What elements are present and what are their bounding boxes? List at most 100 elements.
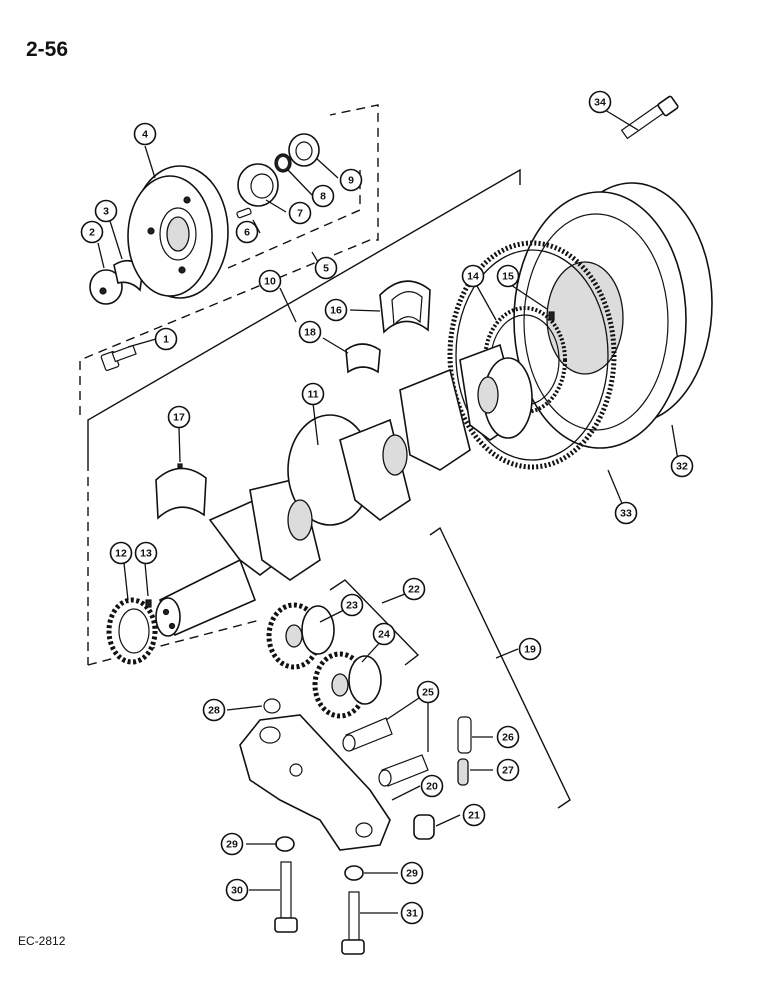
callout-circle [301,382,325,406]
callout-circle [402,577,426,601]
bolt-part [100,344,137,371]
callout-33: 33 [614,501,638,525]
callout-number: 1 [163,334,169,346]
callout-26: 26 [496,725,520,749]
callout-circle [202,698,226,722]
callout-28: 28 [202,698,226,722]
callout-circle [340,593,364,617]
callout-30: 30 [225,878,249,902]
callout-circle [298,320,322,344]
callout-number: 4 [142,129,148,141]
callout-number: 33 [620,508,632,520]
callout-number: 30 [231,885,243,897]
callout-number: 18 [304,327,316,339]
callout-number: 17 [173,412,185,424]
callout-circle [588,90,612,114]
callout-circle [134,541,158,565]
callout-circle [154,327,178,351]
callout-11: 11 [301,382,325,406]
idler-gear-parts [266,602,382,719]
callout-circle [314,256,338,280]
callout-21: 21 [462,803,486,827]
callout-number: 3 [103,206,109,218]
callout-14: 14 [461,264,485,288]
callout-12: 12 [109,541,133,565]
callout-25: 25 [416,680,440,704]
crank-gear-part [106,597,158,665]
crankshaft-part [155,343,533,637]
shaft-parts [342,717,429,787]
callout-circle [311,184,335,208]
callout-circle [614,501,638,525]
callout-number: 16 [330,305,342,317]
callout-27: 27 [496,758,520,782]
callout-circle [496,264,520,288]
callout-34: 34 [588,90,612,114]
callout-5: 5 [314,256,338,280]
callout-number: 14 [467,271,479,283]
callout-20: 20 [420,774,444,798]
callout-number: 26 [502,732,514,744]
bolt-washer-parts [274,836,365,955]
flywheel-part [513,182,713,449]
callout-number: 32 [676,461,688,473]
callout-circle [324,298,348,322]
callout-16: 16 [324,298,348,322]
callout-13: 13 [134,541,158,565]
callout-number: 29 [406,868,418,880]
callout-number: 10 [264,276,276,288]
callout-circle [496,758,520,782]
callout-number: 5 [323,263,329,275]
callout-9: 9 [339,168,363,192]
page-number: 2-56 [26,38,69,61]
callout-circle [372,622,396,646]
callout-circle [462,803,486,827]
callout-circle [109,541,133,565]
callout-circle [80,220,104,244]
front-seal-parts [236,133,320,219]
callout-number: 25 [422,687,434,699]
callout-number: 11 [307,389,318,401]
callout-circle [400,901,424,925]
callout-19: 19 [518,637,542,661]
callout-circle [416,680,440,704]
callout-number: 7 [297,208,303,220]
callout-number: 28 [208,705,220,717]
dowel-parts [413,716,472,840]
callout-29: 29 [400,861,424,885]
callout-circle [220,832,244,856]
callout-23: 23 [340,593,364,617]
callout-circle [461,264,485,288]
callout-1: 1 [154,327,178,351]
callout-number: 27 [502,765,514,777]
callout-circle [133,122,157,146]
callout-17: 17 [167,405,191,429]
callout-15: 15 [496,264,520,288]
callout-number: 24 [378,629,390,641]
callout-31: 31 [400,901,424,925]
figure-code: EC-2812 [18,934,66,948]
callout-7: 7 [288,201,312,225]
flywheel-bolt-part [620,95,679,140]
callout-18: 18 [298,320,322,344]
callout-circle [258,269,282,293]
callout-8: 8 [311,184,335,208]
callout-number: 8 [320,191,326,203]
callout-number: 19 [524,644,536,656]
callout-circle [94,199,118,223]
ring-gear-part [447,240,617,470]
callout-circle [225,878,249,902]
callout-32: 32 [670,454,694,478]
callout-circle [670,454,694,478]
callout-10: 10 [258,269,282,293]
callout-circle [339,168,363,192]
callout-number: 9 [348,175,354,187]
callout-22: 22 [402,577,426,601]
callout-2: 2 [80,220,104,244]
callout-number: 20 [426,781,438,793]
gear-support-bracket-part [239,698,391,851]
crank-pulley-part [127,165,229,299]
callout-number: 21 [468,810,480,822]
